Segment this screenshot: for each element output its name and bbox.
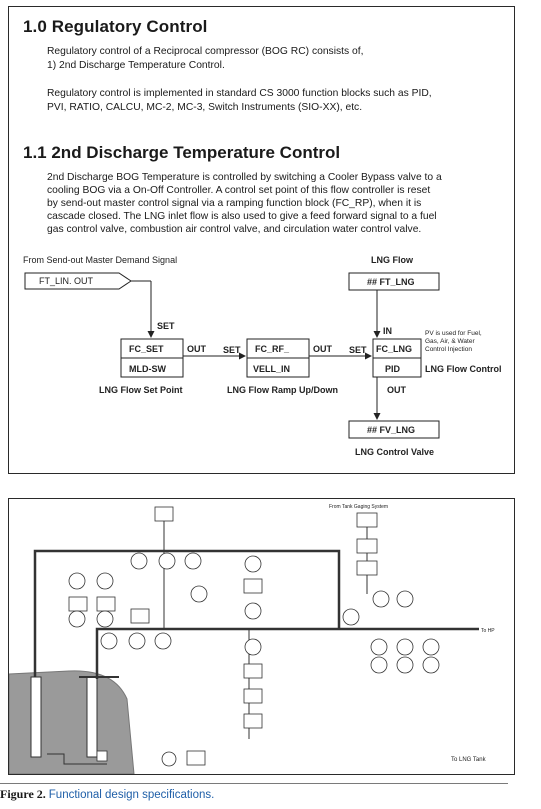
figure-caption-text: Functional design specifications. (48, 789, 215, 801)
fv-lng-label: ## FV_LNG (367, 425, 415, 435)
control-valve-caption: LNG Control Valve (355, 447, 434, 457)
figure-number: Figure 2. (0, 787, 46, 801)
lng-tank-shape (9, 670, 135, 774)
in-label: IN (383, 326, 392, 336)
lng-flow-label: LNG Flow (371, 255, 414, 265)
out-label-1: OUT (187, 344, 207, 354)
out-label-3: OUT (387, 385, 407, 395)
fc-set-label: FC_SET (129, 344, 164, 354)
set-label-3: SET (349, 345, 367, 355)
ft-lng-label: ## FT_LNG (367, 277, 415, 287)
ft-lin-tag (24, 272, 132, 290)
control-block-diagram: From Send-out Master Demand Signal FT_LI… (23, 255, 502, 457)
set-point-caption: LNG Flow Set Point (99, 385, 183, 395)
figure-caption: Figure 2. Functional design specificatio… (0, 787, 214, 802)
para-3-line-2: cooling BOG via a On-Off Controller. A c… (47, 185, 431, 196)
vell-in-label: VELL_IN (253, 364, 290, 374)
fc-lng-label: FC_LNG (376, 344, 412, 354)
mld-sw-label: MLD-SW (129, 364, 166, 374)
spec-panel: 1.0 Regulatory Control Regulatory contro… (8, 6, 515, 474)
fc-rf-label: FC_RF_ (255, 344, 290, 354)
section-heading-discharge: 1.1 2nd Discharge Temperature Control (23, 143, 341, 162)
para-3-line-3: by send-out master control signal via a … (47, 198, 422, 209)
ft-lin-label: FT_LIN. OUT (39, 276, 94, 286)
para-3-line-1: 2nd Discharge BOG Temperature is control… (47, 172, 442, 183)
pv-note-3: Control Injection (425, 346, 472, 353)
para-3-line-5: gas control valve, combustion air contro… (47, 224, 422, 235)
para-1-line-1: Regulatory control of a Reciprocal compr… (47, 46, 364, 57)
flow-control-caption: LNG Flow Control (425, 364, 502, 374)
set-label-2: SET (223, 345, 241, 355)
out-label-2: OUT (313, 344, 333, 354)
para-1-line-2: 1) 2nd Discharge Temperature Control. (47, 60, 225, 71)
tank-gaging-label: From Tank Gaging System (329, 504, 388, 510)
para-2-line-2: PVI, RATIO, CALCU, MC-2, MC-3, Switch In… (47, 102, 363, 113)
pv-note-1: PV is used for Fuel, (425, 330, 482, 337)
ft-lng-tag (348, 272, 440, 291)
pv-note-2: Gas, Air, & Water (425, 338, 475, 345)
ramp-caption: LNG Flow Ramp Up/Down (227, 385, 338, 395)
section-heading-regulatory: 1.0 Regulatory Control (23, 17, 208, 36)
from-signal-label: From Send-out Master Demand Signal (23, 255, 177, 265)
set-label-1: SET (157, 321, 175, 331)
fv-lng-tag (348, 420, 440, 439)
para-3-line-4: cascade closed. The LNG inlet flow is al… (47, 211, 437, 222)
para-2-line-1: Regulatory control is implemented in sta… (47, 88, 432, 99)
pid-drawing-panel: From Tank Gaging System To LNG Tank To H… (8, 498, 515, 775)
to-lng-tank-label: To LNG Tank (451, 757, 487, 763)
caption-rule (0, 783, 508, 784)
to-hp-label: To HP (481, 628, 495, 634)
pid-label: PID (385, 364, 401, 374)
pid-drawing: From Tank Gaging System To LNG Tank To H… (9, 504, 495, 774)
